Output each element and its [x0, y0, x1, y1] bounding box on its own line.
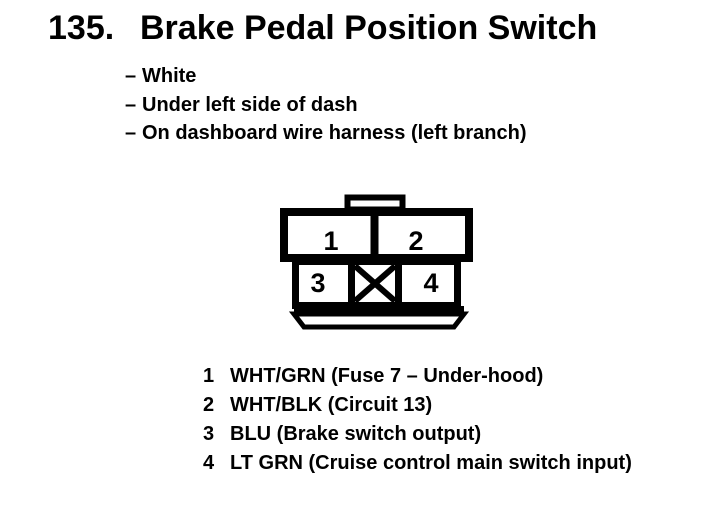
- dash-bullet: –: [125, 93, 137, 116]
- connector-pinout-diagram: 1 2 3 4: [280, 194, 473, 330]
- connector-base-skirt: [288, 311, 470, 330]
- component-notes-list: – White – Under left side of dash – On d…: [125, 62, 527, 148]
- legend-row-pin-4: 4 LT GRN (Cruise control main switch inp…: [203, 449, 632, 478]
- note-line-harness: – On dashboard wire harness (left branch…: [125, 119, 527, 148]
- cavity-number-2: 2: [408, 226, 423, 256]
- dash-bullet: –: [125, 65, 137, 87]
- note-text: White: [142, 65, 197, 87]
- note-text: Under left side of dash: [142, 93, 358, 116]
- blocked-cavity-x-icon: [353, 263, 397, 304]
- cavity-number-3: 3: [310, 268, 325, 298]
- dash-bullet: –: [125, 122, 137, 144]
- note-line-location: – Under left side of dash: [125, 91, 527, 120]
- legend-wire-description: WHT/BLK (Circuit 13): [230, 394, 433, 416]
- legend-wire-description: WHT/GRN (Fuse 7 – Under-hood): [230, 365, 544, 387]
- legend-wire-description: LT GRN (Cruise control main switch input…: [230, 452, 632, 474]
- legend-pin-number: 2: [203, 394, 215, 416]
- legend-row-pin-2: 2 WHT/BLK (Circuit 13): [203, 391, 632, 420]
- connector-lock-tab: [344, 194, 406, 213]
- pin-legend: 1 WHT/GRN (Fuse 7 – Under-hood) 2 WHT/BL…: [203, 362, 632, 478]
- legend-pin-number: 3: [203, 423, 215, 445]
- legend-pin-number: 1: [203, 365, 215, 387]
- page-title: 135. Brake Pedal Position Switch: [48, 6, 597, 50]
- connector-base-bar: [294, 306, 464, 314]
- note-line-color: – White: [125, 62, 527, 91]
- note-text: On dashboard wire harness (left branch): [142, 122, 527, 144]
- cavity-number-1: 1: [323, 226, 338, 256]
- component-title: Brake Pedal Position Switch: [140, 9, 598, 47]
- legend-row-pin-1: 1 WHT/GRN (Fuse 7 – Under-hood): [203, 362, 632, 391]
- component-item-number: 135.: [48, 9, 115, 47]
- legend-pin-number: 4: [203, 452, 215, 474]
- cavity-number-4: 4: [423, 268, 438, 298]
- legend-row-pin-3: 3 BLU (Brake switch output): [203, 420, 632, 449]
- legend-wire-description: BLU (Brake switch output): [230, 423, 482, 445]
